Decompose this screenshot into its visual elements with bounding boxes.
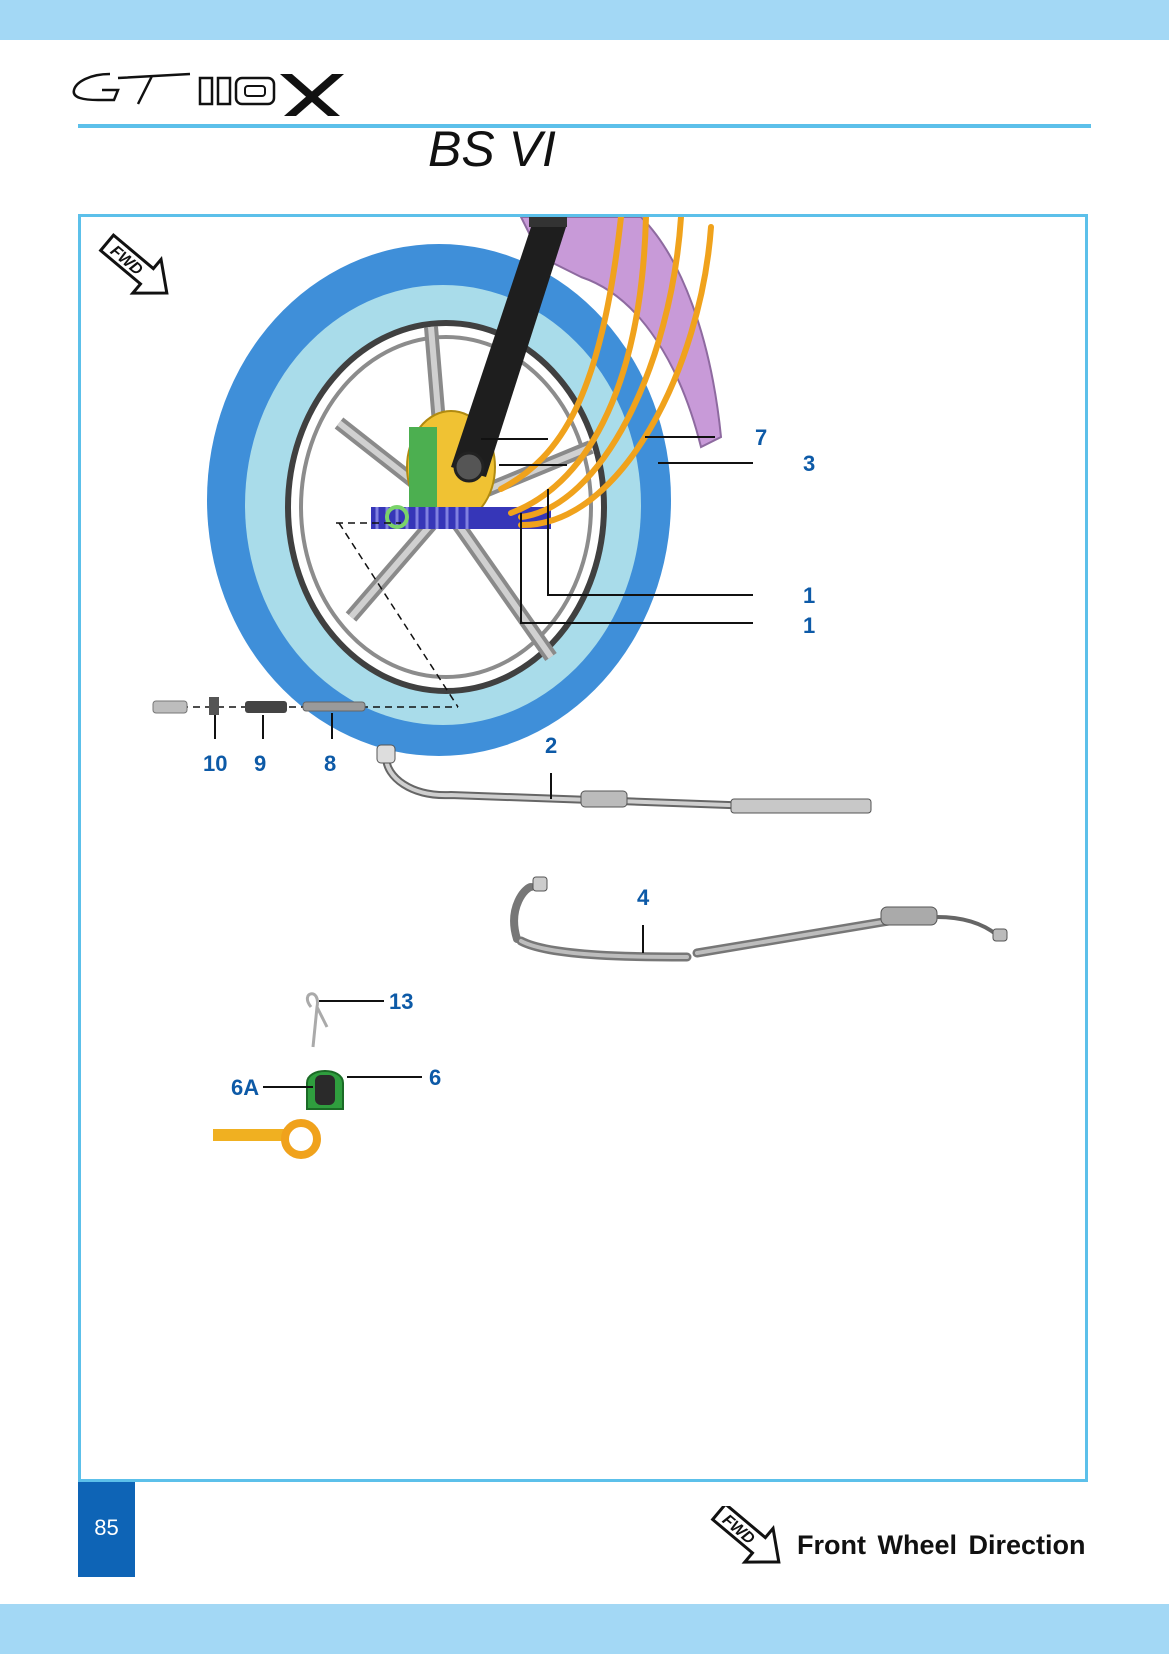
bracket-icon: [213, 1070, 422, 1159]
clip-icon: [305, 992, 384, 1048]
callout-3: 3: [803, 451, 816, 476]
fwd-legend: FWD Front Wheel Direction: [705, 1506, 1095, 1578]
fwd-arrow-icon: FWD: [98, 233, 169, 295]
small-parts: [152, 697, 366, 739]
logo-wordmark-icon: [72, 72, 344, 116]
callout-2: 2: [545, 733, 558, 758]
callout-13: 13: [389, 989, 414, 1014]
callout-1-upper: 1: [803, 583, 816, 608]
diagram-frame: FWD: [78, 214, 1088, 1482]
top-band: [0, 0, 1169, 40]
cable-icon: [498, 217, 714, 529]
header-rule: [78, 124, 1091, 128]
callout-10: 10: [203, 751, 228, 776]
callout-6: 6: [429, 1065, 442, 1090]
cable-2-icon: [376, 744, 872, 814]
exploded-diagram: FWD: [98, 217, 1008, 1159]
legend-text: Front Wheel Direction: [797, 1530, 1086, 1560]
bottom-band: [0, 1604, 1169, 1654]
callout-9: 9: [254, 751, 267, 776]
fwd-arrow-icon: FWD: [710, 1506, 781, 1564]
model-suffix: BS VI: [428, 121, 556, 177]
callout-1-lower: 1: [803, 613, 816, 638]
fork-icon: [451, 217, 567, 483]
callout-4: 4: [637, 885, 650, 910]
fender-icon: [519, 217, 723, 449]
callout-8: 8: [324, 751, 337, 776]
cable-4-icon: [510, 876, 1008, 962]
page-number: 85: [78, 1482, 135, 1577]
callout-6a: 6A: [231, 1075, 260, 1100]
callout-7: 7: [755, 425, 768, 450]
